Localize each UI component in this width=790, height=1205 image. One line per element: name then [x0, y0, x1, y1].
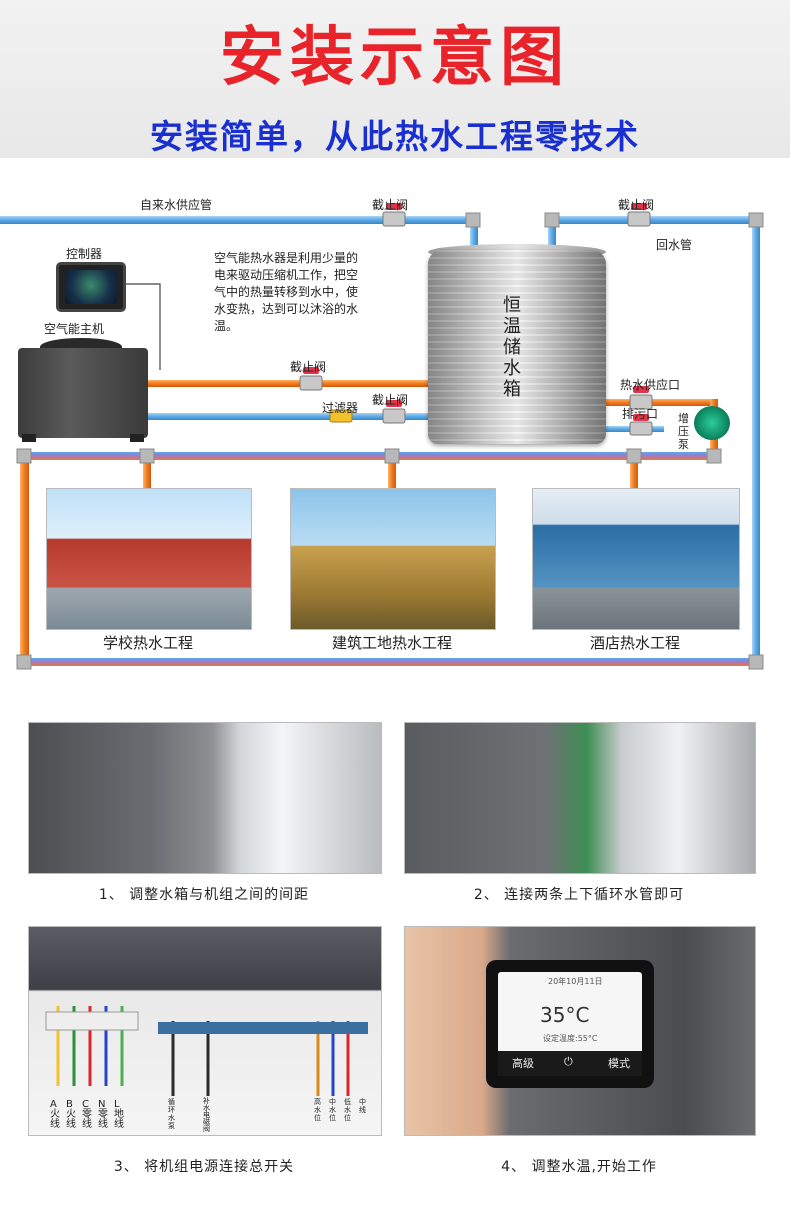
branch-hotel — [630, 456, 638, 488]
school-photo — [46, 488, 252, 630]
valve-body — [629, 394, 653, 410]
project-label: 酒店热水工程 — [589, 634, 680, 652]
valve-handle — [303, 367, 319, 374]
return-pipe — [548, 216, 760, 224]
power-icon[interactable]: ⏻ — [564, 1055, 573, 1068]
elbow — [465, 212, 481, 228]
controller-screen — [65, 270, 117, 304]
wire-label-pump: 循环水泵 — [168, 1098, 175, 1130]
elbow — [16, 654, 32, 670]
elbow — [748, 212, 764, 228]
return-pipe-label: 回水管 — [656, 238, 693, 252]
return-pipe-drop — [548, 216, 556, 252]
wire-label-n: N零线 — [98, 1099, 108, 1130]
wire-label-low: 低水位 — [344, 1098, 351, 1122]
valve-label: 截止阀 — [372, 198, 409, 212]
step1-photo — [28, 722, 382, 874]
tee — [139, 448, 155, 464]
tap-water-drop — [470, 216, 478, 252]
wire-label-valve: 补水电磁阀 — [203, 1097, 210, 1133]
tap-water-pipe-label: 自来水供应管 — [140, 198, 213, 212]
hot-water-outlet-label: 热水供应口 — [620, 378, 681, 392]
wiring-illustration — [45, 1006, 368, 1096]
step-caption: 4、 调整水温,开始工作 — [501, 1159, 657, 1175]
elbow — [16, 448, 32, 464]
tee — [384, 448, 400, 464]
booster-pump — [694, 406, 730, 440]
filter-body — [329, 409, 353, 423]
return-pipe-right — [752, 216, 760, 666]
elbow — [544, 212, 560, 228]
valve-label: 截止阀 — [290, 360, 327, 374]
controller-header-text: 20年10月11日 — [548, 977, 603, 986]
description-text: 空气能热水器是利用少量的电来驱动压缩机工作，把空气中的热量转移到水中，使水变热，… — [214, 251, 359, 333]
controller-temperature: 35°C — [540, 1003, 590, 1027]
unit-foot — [22, 434, 36, 442]
wire-label-l: L地线 — [114, 1099, 124, 1130]
step2-photo — [404, 722, 756, 874]
branch-school — [143, 456, 151, 488]
wire-label-a: A火线 — [50, 1099, 60, 1130]
valve-body — [382, 408, 406, 424]
terminal-strip — [158, 1022, 368, 1034]
valve-label: 截止阀 — [618, 198, 655, 212]
wire-label-mid: 中水位 — [329, 1098, 336, 1122]
tee — [626, 448, 642, 464]
storage-tank — [428, 250, 606, 444]
elbow — [706, 448, 722, 464]
tank-label: 恒温储水箱 — [503, 295, 521, 400]
air-source-unit — [18, 348, 148, 438]
construction-site-photo — [290, 488, 496, 630]
cold-in-pipe — [148, 413, 430, 420]
drain-label: 排污口 — [622, 407, 659, 421]
terminal-block — [45, 1011, 139, 1031]
controller-mode-button[interactable]: 模式 — [608, 1057, 630, 1070]
project-label: 建筑工地热水工程 — [331, 634, 452, 652]
page-title: 安装示意图 — [220, 21, 570, 95]
elbow — [748, 654, 764, 670]
valve-handle — [386, 203, 402, 210]
step-caption: 1、 调整水箱与机组之间的间距 — [98, 887, 310, 903]
distribution-pipe — [24, 452, 718, 460]
valve-handle — [386, 400, 402, 407]
valve-body — [629, 421, 653, 436]
hotel-photo — [532, 488, 740, 630]
main-unit-label: 空气能主机 — [44, 322, 105, 336]
valve-body — [299, 375, 323, 391]
wire-label-center: 中线 — [359, 1098, 366, 1114]
valve-body — [627, 211, 651, 227]
controller-button-bar: 高级 ⏻ 模式 — [498, 1051, 642, 1076]
wire-label-c: C零线 — [82, 1099, 92, 1130]
controller-label: 控制器 — [66, 247, 103, 261]
hot-supply-pipe — [604, 399, 716, 406]
filter-label: 过滤器 — [322, 401, 359, 415]
controller-high-button[interactable]: 高级 — [512, 1057, 534, 1070]
controller-wire — [120, 283, 161, 370]
wire-label-high: 高水位 — [314, 1098, 321, 1122]
valve-handle — [633, 386, 649, 393]
loop-bottom — [20, 658, 760, 666]
valve-label: 截止阀 — [372, 393, 409, 407]
controller-set-temperature: 设定温度:55°C — [543, 1034, 598, 1043]
valve-handle — [631, 203, 647, 210]
page-subtitle: 安装简单，从此热水工程零技术 — [150, 117, 640, 156]
controller-device — [56, 262, 126, 312]
valve-body — [382, 211, 406, 227]
pipe-network — [0, 203, 764, 670]
step-caption: 3、 将机组电源连接总开关 — [113, 1159, 295, 1175]
wire-label-b: B火线 — [66, 1099, 76, 1130]
unit-foot — [130, 434, 144, 442]
hot-out-pipe — [148, 380, 430, 387]
loop-left — [20, 452, 29, 664]
valve-handle — [633, 414, 649, 421]
project-label: 学校热水工程 — [102, 634, 193, 652]
header-banner: 安装示意图 安装简单，从此热水工程零技术 — [0, 0, 790, 158]
booster-pump-label: 增压泵 — [678, 412, 689, 451]
tap-water-pipe — [0, 216, 476, 224]
branch-site — [388, 456, 396, 488]
step-caption: 2、 连接两条上下循环水管即可 — [473, 887, 685, 903]
